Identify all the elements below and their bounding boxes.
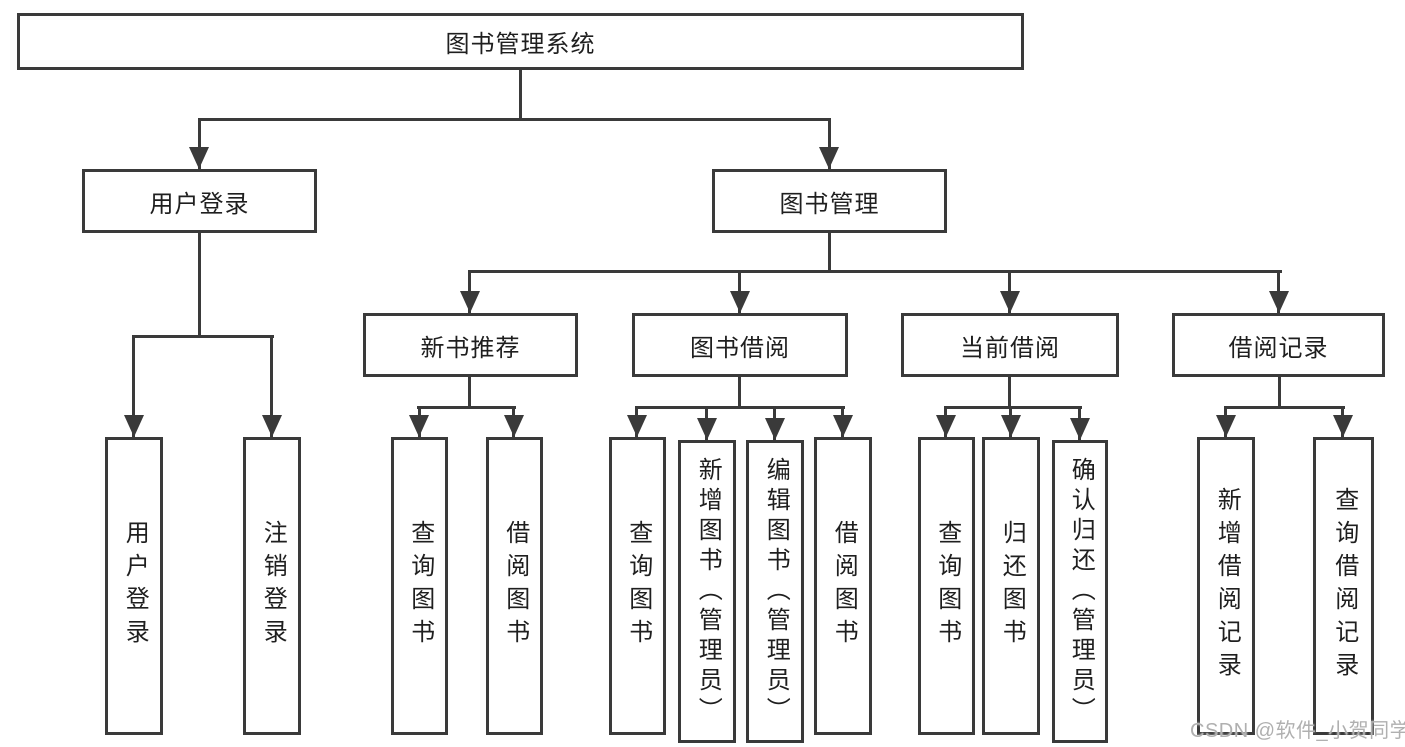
connector-current-branch (944, 406, 1082, 409)
node-label: 查询图书 (406, 520, 434, 652)
node-return-books: 归还图书 (982, 437, 1040, 735)
arrow-down-icon (1269, 291, 1289, 313)
connector-bookmgmt-drop (828, 118, 831, 169)
connector-bookmgmt-stem (828, 233, 831, 273)
arrow-down-icon (1070, 418, 1090, 440)
arrow-down-icon (460, 291, 480, 313)
connector-root-stem (519, 70, 522, 120)
arrow-down-icon (765, 418, 785, 440)
node-library-management-system: 图书管理系统 (17, 13, 1024, 70)
connector-login-drop (198, 118, 201, 169)
arrow-down-icon (627, 415, 647, 437)
node-new-book-recommend: 新书推荐 (363, 313, 578, 377)
node-label: 确认归还（管理员） (1067, 456, 1095, 727)
node-label: 用户登录 (121, 520, 149, 652)
node-borrow-books: 借阅图书 (814, 437, 872, 735)
connector-login-branch (133, 335, 274, 338)
node-query-books: 查询图书 (391, 437, 448, 735)
node-book-management: 图书管理 (712, 169, 947, 233)
node-book-borrow: 图书借阅 (632, 313, 848, 377)
arrow-down-icon (697, 418, 717, 440)
connector-borrow-branch (635, 406, 845, 409)
node-confirm-return-admin: 确认归还（管理员） (1052, 440, 1108, 743)
node-label: 查询图书 (624, 520, 652, 652)
arrow-down-icon (262, 415, 282, 437)
arrow-down-icon (124, 415, 144, 437)
node-label: 借阅图书 (501, 520, 529, 652)
node-user-login-leaf: 用户登录 (105, 437, 163, 735)
connector-level3-branch (469, 270, 1282, 273)
arrow-down-icon (1216, 415, 1236, 437)
arrow-down-icon (504, 415, 524, 437)
arrow-down-icon (730, 291, 750, 313)
arrow-down-icon (189, 147, 209, 169)
node-borrow-records: 借阅记录 (1172, 313, 1385, 377)
arrow-down-icon (1000, 291, 1020, 313)
node-label: 编辑图书（管理员） (762, 456, 790, 727)
connector-records-stem (1278, 376, 1281, 409)
node-label: 借阅图书 (830, 520, 858, 652)
node-query-books: 查询图书 (918, 437, 975, 735)
connector-drop (132, 335, 135, 437)
node-label: 归还图书 (998, 520, 1026, 652)
node-query-books: 查询图书 (609, 437, 666, 735)
arrow-down-icon (1333, 415, 1353, 437)
node-add-borrow-record: 新增借阅记录 (1197, 437, 1255, 735)
arrow-down-icon (819, 147, 839, 169)
connector-newbook-stem (468, 376, 471, 409)
arrow-down-icon (936, 415, 956, 437)
arrow-down-icon (1001, 415, 1021, 437)
connector-current-stem (1008, 376, 1011, 409)
node-label: 注销登录 (259, 520, 287, 652)
node-label: 新增图书（管理员） (694, 456, 722, 727)
connector-login-stem (198, 233, 201, 337)
node-label: 新增借阅记录 (1213, 487, 1241, 685)
connector-level2-branch (198, 118, 831, 121)
connector-borrow-stem (738, 376, 741, 409)
node-current-borrow: 当前借阅 (901, 313, 1119, 377)
arrow-down-icon (833, 415, 853, 437)
connector-drop (270, 335, 273, 437)
csdn-watermark: CSDN @软件_小贺同学 (1190, 720, 1405, 742)
node-user-login: 用户登录 (82, 169, 317, 233)
node-label: 查询图书 (933, 520, 961, 652)
node-borrow-books: 借阅图书 (486, 437, 543, 735)
arrow-down-icon (409, 415, 429, 437)
node-logout: 注销登录 (243, 437, 301, 735)
connector-records-branch (1224, 406, 1345, 409)
node-query-borrow-record: 查询借阅记录 (1313, 437, 1374, 735)
node-edit-books-admin: 编辑图书（管理员） (746, 440, 804, 743)
node-label: 查询借阅记录 (1330, 487, 1358, 685)
connector-newbook-branch (417, 406, 516, 409)
node-add-books-admin: 新增图书（管理员） (678, 440, 736, 743)
